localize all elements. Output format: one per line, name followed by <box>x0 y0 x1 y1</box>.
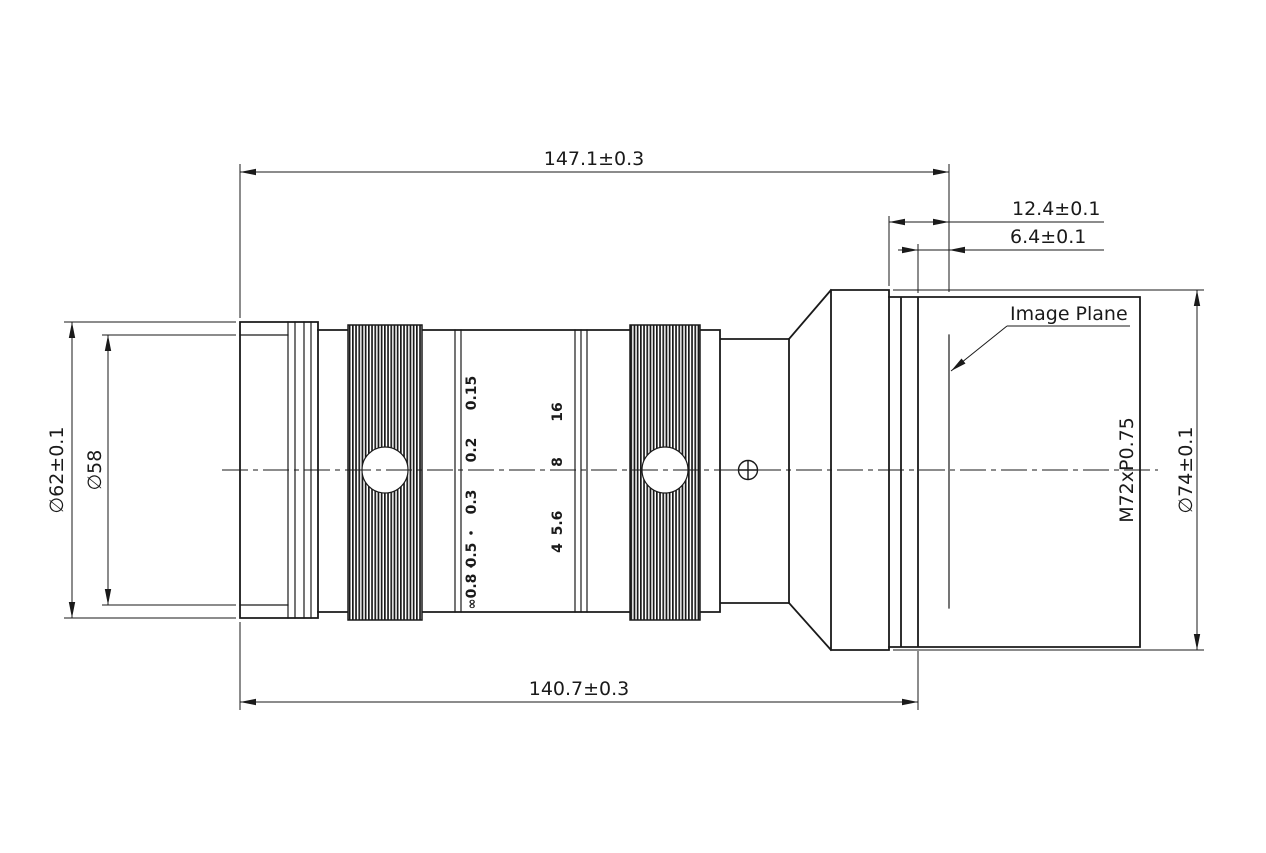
aperture-scale-value: 5.6 <box>550 511 566 536</box>
rear-mid-outline <box>699 329 790 613</box>
aperture-scale-value: 8 <box>550 457 566 467</box>
arrowhead <box>889 218 905 226</box>
dim-front-outer-dia-lines <box>64 321 236 619</box>
scale-dot <box>469 564 473 568</box>
focus-distance-scale: 0.15 0.2 0.3 0.5 0.8 ∞ <box>464 376 480 610</box>
arrowhead <box>240 168 256 176</box>
aperture-scale-value: 4 <box>550 543 566 553</box>
set-screw-icon <box>737 459 759 481</box>
arrowhead <box>933 218 949 226</box>
dimension-lines <box>64 164 1204 710</box>
dim-front-inner-dia-lines <box>102 334 236 606</box>
arrowhead <box>240 698 256 706</box>
dim-body-length: 140.7±0.3 <box>529 678 630 700</box>
arrowhead <box>1193 634 1201 650</box>
focus-scale-value: 0.5 <box>464 543 480 568</box>
front-glass-edges <box>239 334 289 606</box>
arrowhead <box>902 246 918 254</box>
dim-overall-length-lines <box>239 164 950 318</box>
image-plane-label: Image Plane <box>1010 303 1128 325</box>
arrowhead <box>104 335 112 351</box>
image-plane-leader-line <box>950 325 1130 372</box>
dim-rear-diameter: ∅74±0.1 <box>1175 427 1197 514</box>
arrowhead <box>68 322 76 338</box>
aperture-scale: 16 8 5.6 4 <box>550 402 566 553</box>
front-step-outline <box>317 329 349 613</box>
knurled-rings <box>347 324 701 621</box>
dimension-texts: 147.1±0.3 12.4±0.1 6.4±0.1 140.7±0.3 ∅62… <box>46 148 1197 700</box>
scale-dot <box>469 531 473 535</box>
dim-flange-to-image-lines <box>888 216 1104 286</box>
mid-barrel-outline <box>421 329 631 613</box>
dim-rear-thread: M72xP0.75 <box>1116 417 1138 523</box>
dim-rear-dia-lines <box>893 289 1204 651</box>
arrowhead <box>902 698 918 706</box>
focus-scale-infinity: ∞ <box>465 599 480 610</box>
focus-scale-dots <box>469 531 473 568</box>
focus-scale-value: 0.2 <box>464 438 480 463</box>
arrowhead <box>104 589 112 605</box>
aperture-scale-value: 16 <box>550 402 566 421</box>
dim-overall-length: 147.1±0.3 <box>544 148 645 170</box>
focus-ring-groove-left <box>454 329 462 613</box>
aperture-ring-grooves <box>574 329 588 613</box>
dim-body-length-lines <box>239 622 919 710</box>
dim-step-to-image: 6.4±0.1 <box>1010 226 1086 248</box>
dim-step-to-image-lines <box>898 244 1104 293</box>
focus-scale-value: 0.15 <box>464 376 480 411</box>
dim-front-inner-diameter: ∅58 <box>84 450 106 491</box>
rear-tube-outline <box>888 296 1141 648</box>
leader-arrowhead <box>951 358 966 371</box>
dim-flange-to-image: 12.4±0.1 <box>1012 198 1100 220</box>
arrowhead <box>933 168 949 176</box>
focus-scale-value: 0.8 <box>464 574 480 599</box>
focus-scale-value: 0.3 <box>464 490 480 515</box>
arrowhead <box>949 246 965 254</box>
arrowhead <box>1193 290 1201 306</box>
arrowhead <box>68 602 76 618</box>
dim-front-outer-diameter: ∅62±0.1 <box>46 427 68 514</box>
dimension-arrowheads <box>68 168 1201 706</box>
